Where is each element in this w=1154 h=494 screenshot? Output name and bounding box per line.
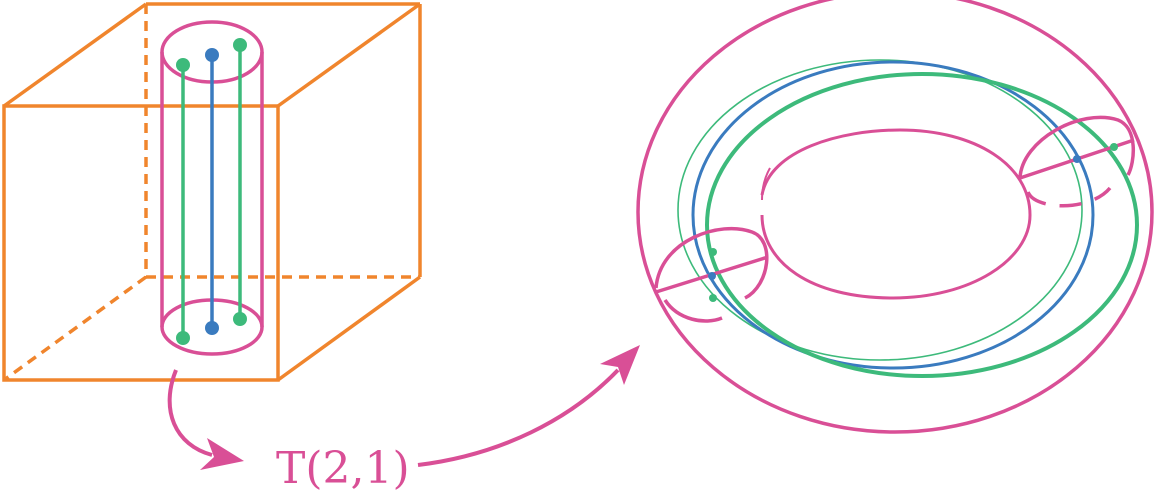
cube-hidden-edges [2,4,420,382]
arrow-left-head [200,438,244,470]
braid-strands [176,38,247,345]
right-meridian-front-arc [1026,186,1112,208]
strand-blue-top-dot [205,48,219,62]
torus-strand-blue [691,60,1095,370]
cube [2,2,422,382]
right-meridian-blue-dot [1073,155,1081,163]
right-meridian-green-dot [1110,143,1118,151]
torus-left-meridian [654,226,769,323]
arrow-right-head [600,345,640,385]
cube-front-face [2,104,280,382]
cube-edge-top-right [276,2,422,108]
arrow-left-shaft [167,369,213,457]
right-meridian-back-arc [1018,115,1136,179]
torus-outer-boundary [636,0,1154,434]
torus-knot-label: T(2,1) [276,443,410,494]
torus-inner-hole [760,128,1032,300]
left-meridian-green-top-dot [709,248,717,256]
cube-edge-top-left [2,2,148,108]
left-meridian-back-arc [654,226,769,300]
torus-strand-green-thick [705,72,1139,378]
cube-edge-hidden-diagonal [2,275,148,382]
left-meridian-front-arc [663,298,723,323]
cube-edge-bottom-right [276,275,422,382]
strand-green-right-top-dot [233,38,247,52]
strand-green-right-bottom-dot [233,312,247,326]
left-meridian-green-bottom-dot [709,294,717,302]
strand-green-left-bottom-dot [176,331,190,345]
curved-arrow-icon [167,369,244,470]
arrow-right-shaft [417,368,620,467]
torus-inner-hole-fold [761,167,771,201]
torus [636,0,1154,434]
left-meridian-blue-dot [708,272,716,280]
cube-visible-edges [2,2,422,382]
curved-arrow-icon [417,345,640,467]
torus-strand-green-thin [677,59,1083,361]
strand-green-left-top-dot [176,58,190,72]
torus-right-meridian [1018,115,1136,208]
strand-blue-bottom-dot [205,321,219,335]
